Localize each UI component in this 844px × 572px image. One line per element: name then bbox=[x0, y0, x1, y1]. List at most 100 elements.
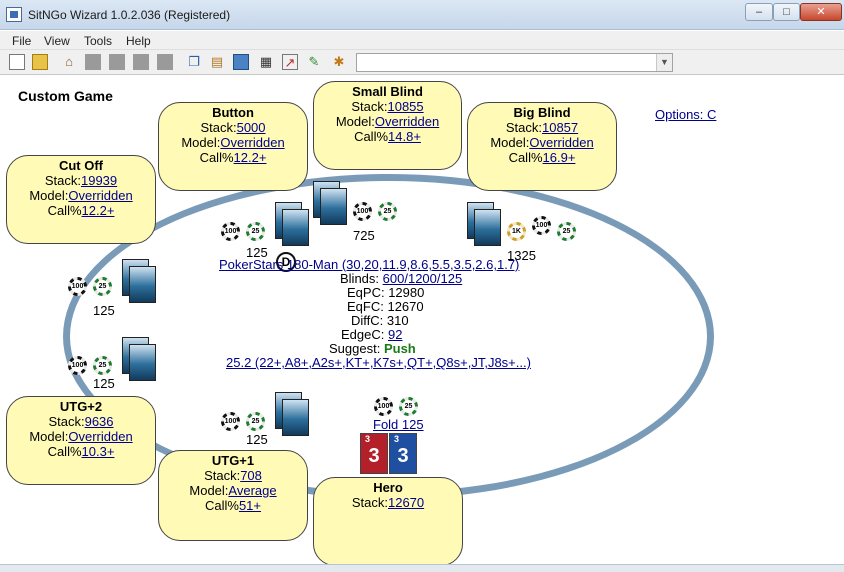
model-label: Model: bbox=[490, 135, 530, 150]
seat-name: Small Blind bbox=[352, 84, 423, 99]
chip-25-icon: 25 bbox=[399, 397, 418, 416]
chip-25-icon: 25 bbox=[378, 202, 397, 221]
stack-label: Stack: bbox=[204, 468, 241, 483]
home-icon[interactable]: ⌂ bbox=[65, 54, 73, 69]
hero-card-2: 3 3 bbox=[389, 433, 417, 474]
game-structure-link[interactable]: PokerStars 180-Man (30,20,11.9,8.6,5.5,3… bbox=[219, 257, 520, 272]
model-link[interactable]: Average bbox=[228, 483, 277, 498]
call-link[interactable]: 10.3+ bbox=[81, 444, 115, 459]
toolbar-combo-box[interactable]: ▼ bbox=[356, 53, 673, 72]
call-link[interactable]: 14.8+ bbox=[388, 129, 421, 144]
cut-off-cards-back bbox=[129, 266, 156, 303]
seat-name: Big Blind bbox=[513, 105, 571, 120]
gray-1-icon[interactable] bbox=[85, 54, 101, 70]
seat-button[interactable]: Button Stack:5000 Model:Overridden Call%… bbox=[158, 102, 308, 191]
menu-help[interactable]: Help bbox=[126, 34, 151, 48]
screenshot-icon[interactable] bbox=[233, 54, 249, 70]
seat-hero[interactable]: Hero Stack:12670 bbox=[313, 477, 463, 566]
options-link[interactable]: Options: C bbox=[655, 107, 717, 122]
chip-label: 25 bbox=[381, 205, 394, 218]
menu-tools[interactable]: Tools bbox=[84, 34, 113, 48]
chip-25-icon: 25 bbox=[246, 222, 265, 241]
seat-big-blind[interactable]: Big Blind Stack:10857 Model:Overridden C… bbox=[467, 102, 617, 191]
menu-view[interactable]: View bbox=[44, 34, 70, 48]
chevron-down-icon[interactable]: ▼ bbox=[656, 54, 672, 71]
seat-name: UTG+1 bbox=[211, 453, 255, 468]
chip-label: 25 bbox=[96, 280, 109, 293]
model-label: Model: bbox=[189, 483, 229, 498]
window-title: SitNGo Wizard 1.0.2.036 (Registered) bbox=[28, 8, 231, 22]
menu-bar: File View Tools Help bbox=[0, 31, 844, 50]
stack-value-link[interactable]: 10857 bbox=[541, 120, 579, 135]
copy-icon[interactable]: ❐ bbox=[188, 54, 200, 69]
calculator-icon[interactable]: ▦ bbox=[259, 54, 273, 69]
model-link[interactable]: Overridden bbox=[374, 114, 440, 129]
chip-100-icon: 100 bbox=[374, 397, 393, 416]
chip-label: 100 bbox=[224, 225, 237, 238]
stack-value-link[interactable]: 10855 bbox=[387, 99, 424, 114]
blinds-label: Blinds: bbox=[340, 271, 380, 286]
maximize-button[interactable]: □ bbox=[773, 3, 800, 21]
chip-label: 25 bbox=[96, 359, 109, 372]
diffc-value: 310 bbox=[386, 313, 409, 328]
model-link[interactable]: Overridden bbox=[529, 135, 594, 150]
model-link[interactable]: Overridden bbox=[68, 429, 133, 444]
stack-value-link[interactable]: 9636 bbox=[84, 414, 114, 429]
chip-label: 100 bbox=[535, 219, 548, 232]
minimize-button[interactable]: – bbox=[745, 3, 773, 21]
utg2-cards-back bbox=[129, 344, 156, 381]
model-link[interactable]: Overridden bbox=[68, 188, 133, 203]
stack-value-link[interactable]: 5000 bbox=[236, 120, 266, 135]
call-link[interactable]: 16.9+ bbox=[542, 150, 576, 165]
close-button[interactable]: ✕ bbox=[800, 3, 842, 21]
fold-link[interactable]: Fold 125 bbox=[373, 417, 424, 432]
title-bar: SitNGo Wizard 1.0.2.036 (Registered) – □… bbox=[0, 0, 844, 30]
utg1-cards-back bbox=[282, 399, 309, 436]
suggest-value: Push bbox=[383, 341, 416, 356]
edit-icon[interactable]: ✎ bbox=[308, 54, 320, 69]
gray-2-icon[interactable] bbox=[109, 54, 125, 70]
seat-utg-plus-2[interactable]: UTG+2 Stack:9636 Model:Overridden Call%1… bbox=[6, 396, 156, 485]
chip-label: 1K bbox=[510, 225, 523, 238]
eqpc-label: EqPC: bbox=[347, 285, 385, 300]
stack-value-link[interactable]: 708 bbox=[240, 468, 262, 483]
paste-icon[interactable]: ▤ bbox=[210, 54, 224, 69]
seat-cut-off[interactable]: Cut Off Stack:19939 Model:Overridden Cal… bbox=[6, 155, 156, 244]
chip-100-icon: 100 bbox=[221, 412, 240, 431]
button-bet-amount: 125 bbox=[246, 245, 268, 260]
seat-small-blind[interactable]: Small Blind Stack:10855 Model:Overridden… bbox=[313, 81, 462, 170]
gray-3-icon[interactable] bbox=[133, 54, 149, 70]
dealer-button: D bbox=[276, 252, 296, 272]
settings-icon[interactable]: ✱ bbox=[333, 54, 345, 69]
chip-25-icon: 25 bbox=[557, 222, 576, 241]
eqfc-value: 12670 bbox=[387, 299, 424, 314]
push-range-link[interactable]: 25.2 (22+,A8+,A2s+,KT+,K7s+,QT+,Q8s+,JT,… bbox=[226, 355, 531, 370]
small-blind-bet-amount: 725 bbox=[353, 228, 375, 243]
chip-100-icon: 100 bbox=[68, 356, 87, 375]
edgec-link[interactable]: 92 bbox=[388, 327, 403, 342]
blinds-row: Blinds: 600/1200/125 bbox=[340, 272, 462, 286]
card-rank-large: 3 bbox=[397, 445, 409, 467]
chip-100-icon: 100 bbox=[532, 216, 551, 235]
model-link[interactable]: Overridden bbox=[220, 135, 285, 150]
call-link[interactable]: 51+ bbox=[238, 498, 262, 513]
call-label: Call% bbox=[199, 150, 234, 165]
call-link[interactable]: 12.2+ bbox=[233, 150, 267, 165]
chip-label: 25 bbox=[402, 400, 415, 413]
chip-label: 100 bbox=[224, 415, 237, 428]
chart-icon[interactable]: ↗ bbox=[282, 54, 298, 70]
chip-25-icon: 25 bbox=[246, 412, 265, 431]
menu-file[interactable]: File bbox=[12, 34, 32, 48]
eqfc-label: EqFC: bbox=[347, 299, 384, 314]
gray-4-icon[interactable] bbox=[157, 54, 173, 70]
stack-value-link[interactable]: 12670 bbox=[387, 495, 425, 510]
seat-utg-plus-1[interactable]: UTG+1 Stack:708 Model:Average Call%51+ bbox=[158, 450, 308, 541]
eqpc-value: 12980 bbox=[388, 285, 425, 300]
blinds-link[interactable]: 600/1200/125 bbox=[382, 271, 463, 286]
call-link[interactable]: 12.2+ bbox=[81, 203, 115, 218]
chip-label: 25 bbox=[560, 225, 573, 238]
new-file-icon[interactable] bbox=[9, 54, 25, 70]
card-rank: 3 bbox=[394, 434, 400, 444]
stack-value-link[interactable]: 19939 bbox=[80, 173, 118, 188]
open-folder-icon[interactable] bbox=[32, 54, 48, 70]
